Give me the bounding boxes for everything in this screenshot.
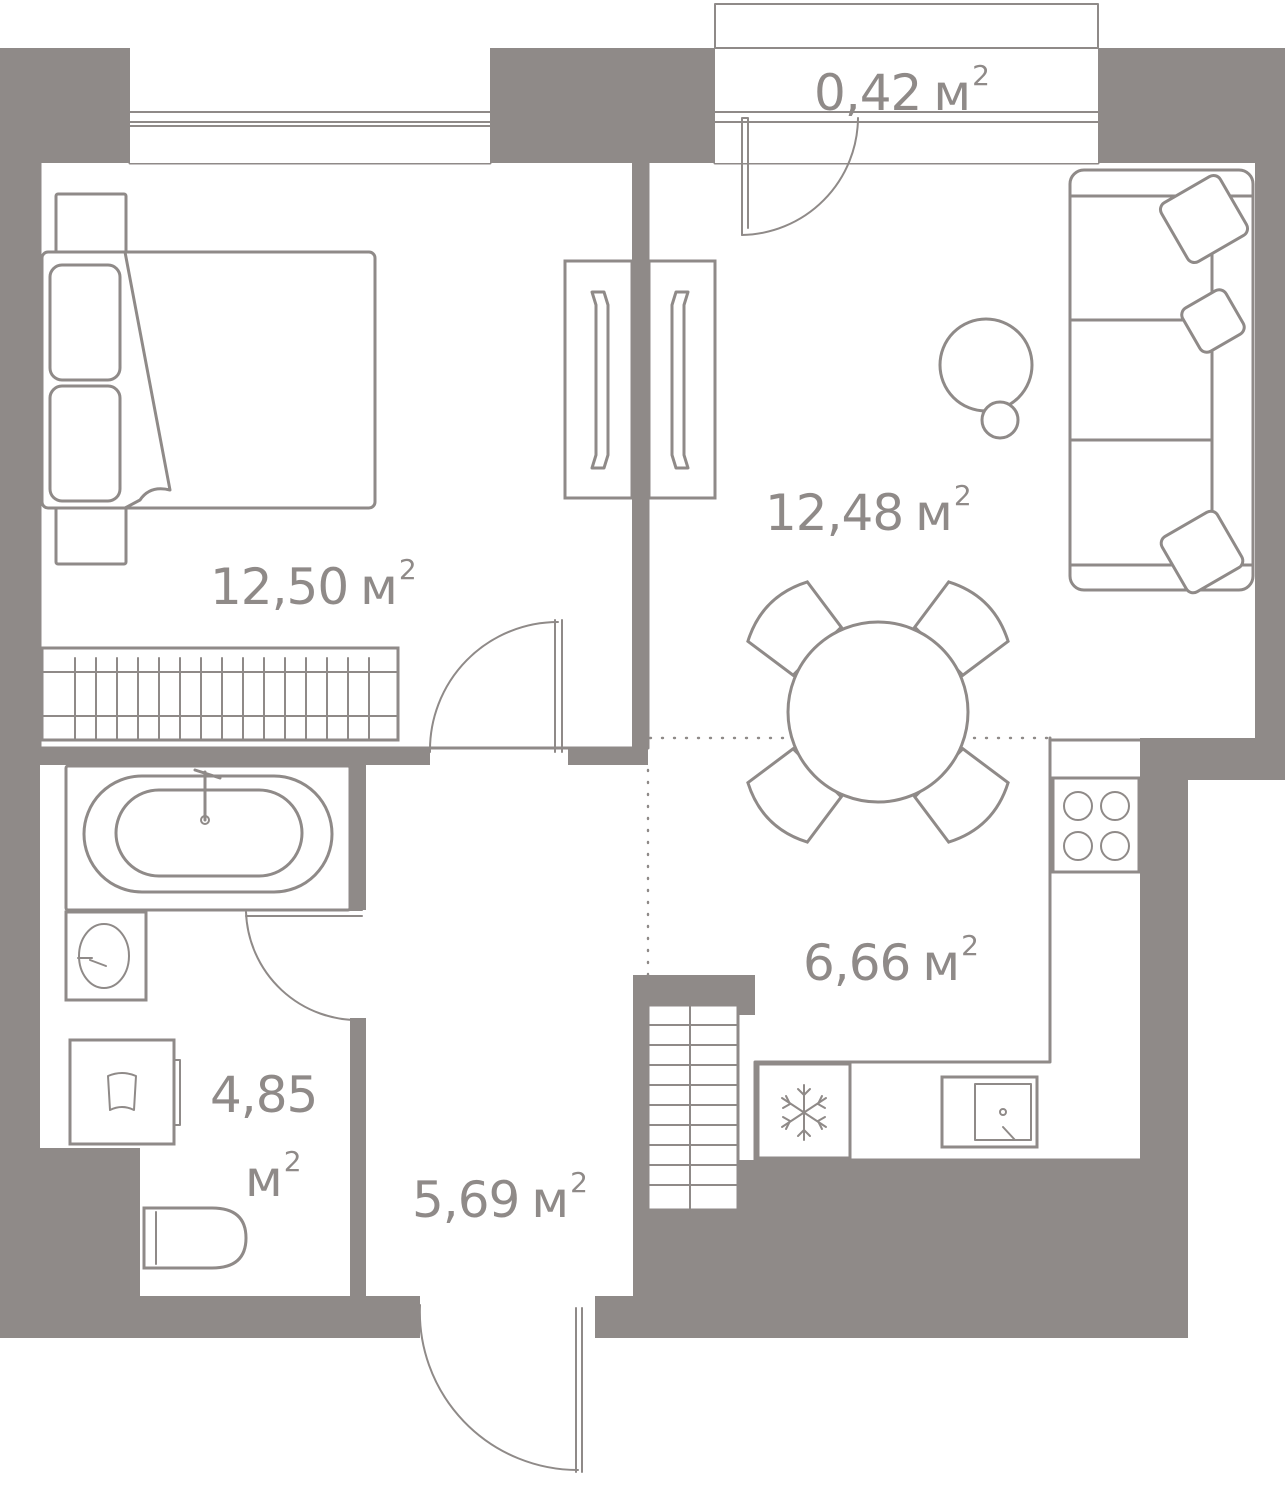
bathroom-area-label: 4,85 bbox=[210, 1066, 318, 1124]
wardrobe-icon bbox=[563, 259, 717, 500]
fridge-icon bbox=[756, 1062, 852, 1160]
bathroom-area-unit: м2 bbox=[245, 1145, 302, 1208]
sink-icon bbox=[940, 1075, 1039, 1149]
washbasin-icon bbox=[64, 910, 148, 1002]
sofa-icon bbox=[1068, 168, 1255, 595]
stove-icon bbox=[1063, 791, 1130, 861]
bed-icon bbox=[40, 192, 377, 566]
radiator-icon bbox=[40, 646, 400, 742]
shelf-icon bbox=[646, 1003, 740, 1212]
walls bbox=[0, 48, 1285, 1338]
balcony-window bbox=[714, 3, 1099, 163]
toilet-icon bbox=[142, 1206, 248, 1270]
bathtub-icon bbox=[64, 764, 352, 912]
door-icon bbox=[245, 117, 859, 1473]
window-icon bbox=[129, 48, 491, 163]
dining-table-icon bbox=[746, 580, 1010, 844]
washing-machine-icon bbox=[68, 1038, 181, 1146]
coffee-table-icon bbox=[938, 317, 1034, 440]
